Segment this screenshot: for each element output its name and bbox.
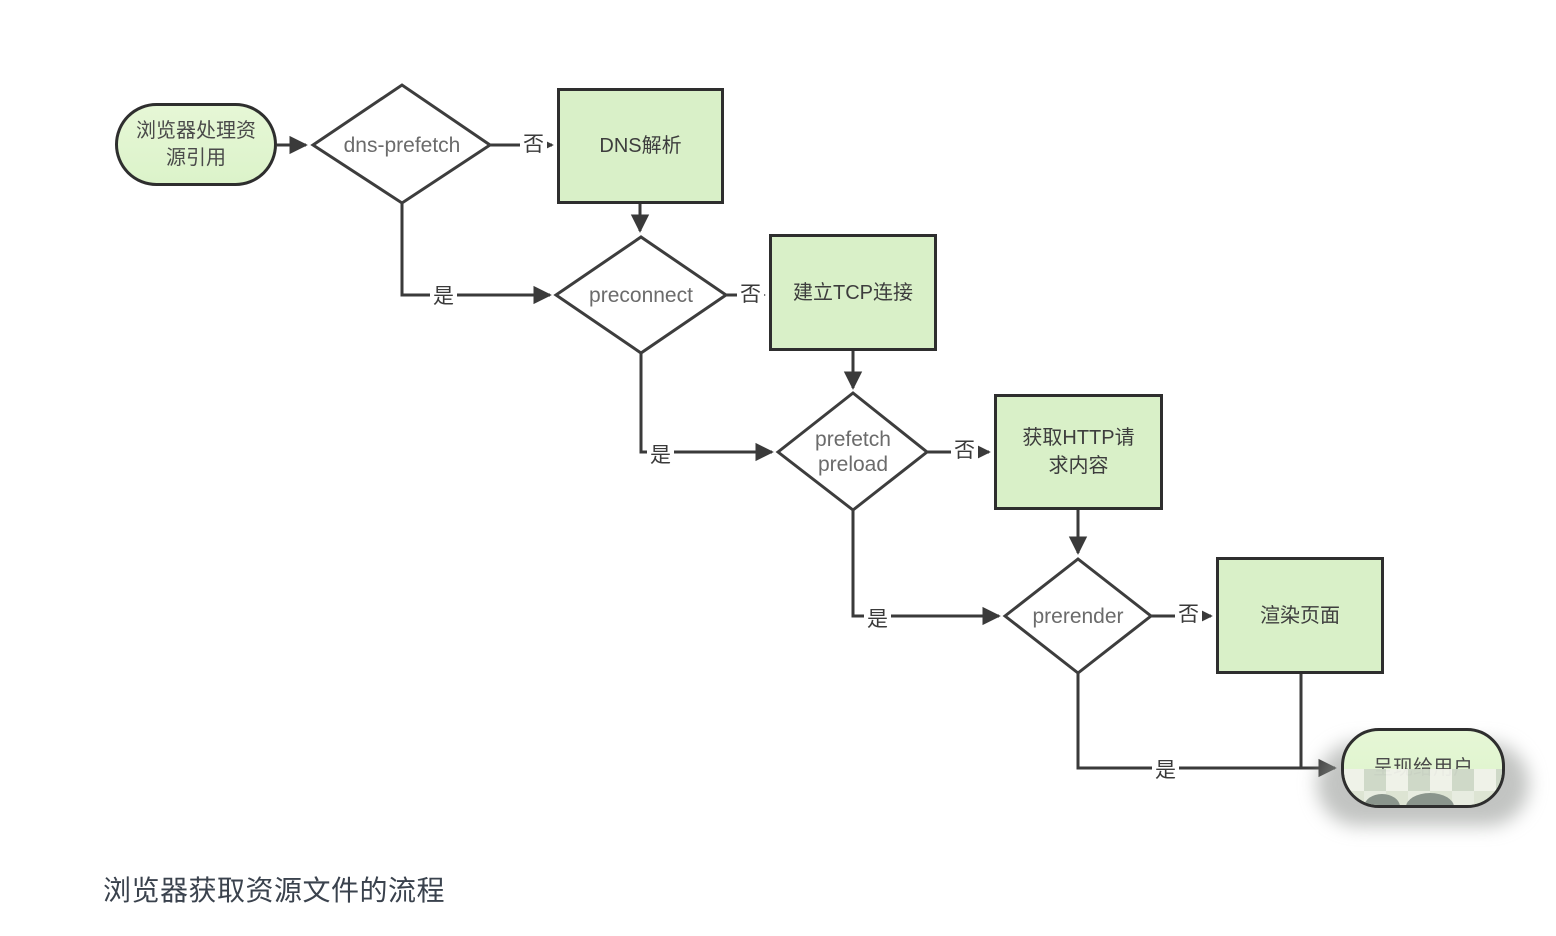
- http-request-label: 获取HTTP请求内容: [1022, 427, 1135, 477]
- edge-label-yes-2: 是: [647, 443, 674, 468]
- edge-prerender-yes: [1076, 673, 1337, 778]
- prefetch-preload-diamond: [775, 391, 930, 512]
- preconnect-label: preconnect: [589, 284, 693, 307]
- edge-label-no-1: 否: [520, 132, 547, 157]
- start-node: 浏览器处理资源引用: [115, 103, 277, 186]
- render-page-box: 渲染页面: [1216, 557, 1384, 674]
- edge-preconnect-yes: [639, 353, 774, 462]
- prerender-label: prerender: [1032, 605, 1124, 628]
- edge-label-no-2: 否: [737, 282, 764, 307]
- dns-resolve-label: DNS解析: [599, 135, 682, 157]
- render-page-label: 渲染页面: [1260, 604, 1340, 627]
- tcp-connect-box: 建立TCP连接: [769, 234, 937, 351]
- watermark-blob: [1364, 794, 1400, 805]
- dns-prefetch-diamond: [310, 83, 493, 205]
- edge-label-yes-4: 是: [1152, 758, 1179, 783]
- edge-label-yes-3: 是: [864, 607, 891, 632]
- watermark-blob: [1406, 793, 1454, 805]
- edge-dnsprefetch-yes: [400, 203, 552, 305]
- dns-resolve-box: DNS解析: [557, 88, 724, 204]
- preconnect-diamond: [553, 235, 729, 355]
- edge-label-yes-1: 是: [430, 284, 457, 309]
- figure-caption: 浏览器获取资源文件的流程: [103, 875, 446, 906]
- dns-prefetch-label: dns-prefetch: [343, 134, 461, 157]
- tcp-connect-label: 建立TCP连接: [793, 281, 913, 304]
- watermark-mosaic: [1344, 769, 1502, 805]
- end-node: 呈现给用户: [1341, 728, 1505, 808]
- edge-label-no-3: 否: [951, 438, 978, 463]
- prerender-diamond: [1002, 557, 1154, 675]
- prefetch-preload-label: prefetch preload: [815, 428, 891, 476]
- http-request-box: 获取HTTP请求内容: [994, 394, 1163, 510]
- edge-label-no-4: 否: [1175, 602, 1202, 627]
- start-node-label: 浏览器处理资源引用: [136, 119, 256, 169]
- edge-prefetch-yes: [851, 510, 1001, 626]
